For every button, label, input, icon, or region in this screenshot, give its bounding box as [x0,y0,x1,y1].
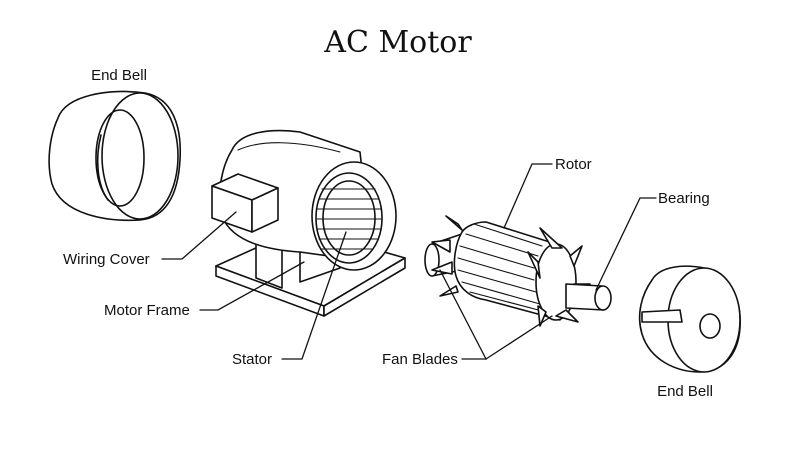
label-end-bell-left: End Bell [91,67,147,84]
diagram-title: AC Motor [323,25,472,60]
stator [316,180,382,256]
label-wiring-cover: Wiring Cover [63,251,150,268]
leader-lines [161,163,657,360]
rotor [424,215,612,327]
label-bearing: Bearing [658,190,710,207]
label-end-bell-right: End Bell [657,383,713,400]
label-rotor: Rotor [555,156,592,173]
label-motor-frame: Motor Frame [104,302,190,319]
label-stator: Stator [232,351,272,368]
wiring-cover [211,173,279,233]
end-bell-left [48,90,182,222]
end-bell-right [638,265,741,373]
label-fan-blades: Fan Blades [382,351,458,368]
